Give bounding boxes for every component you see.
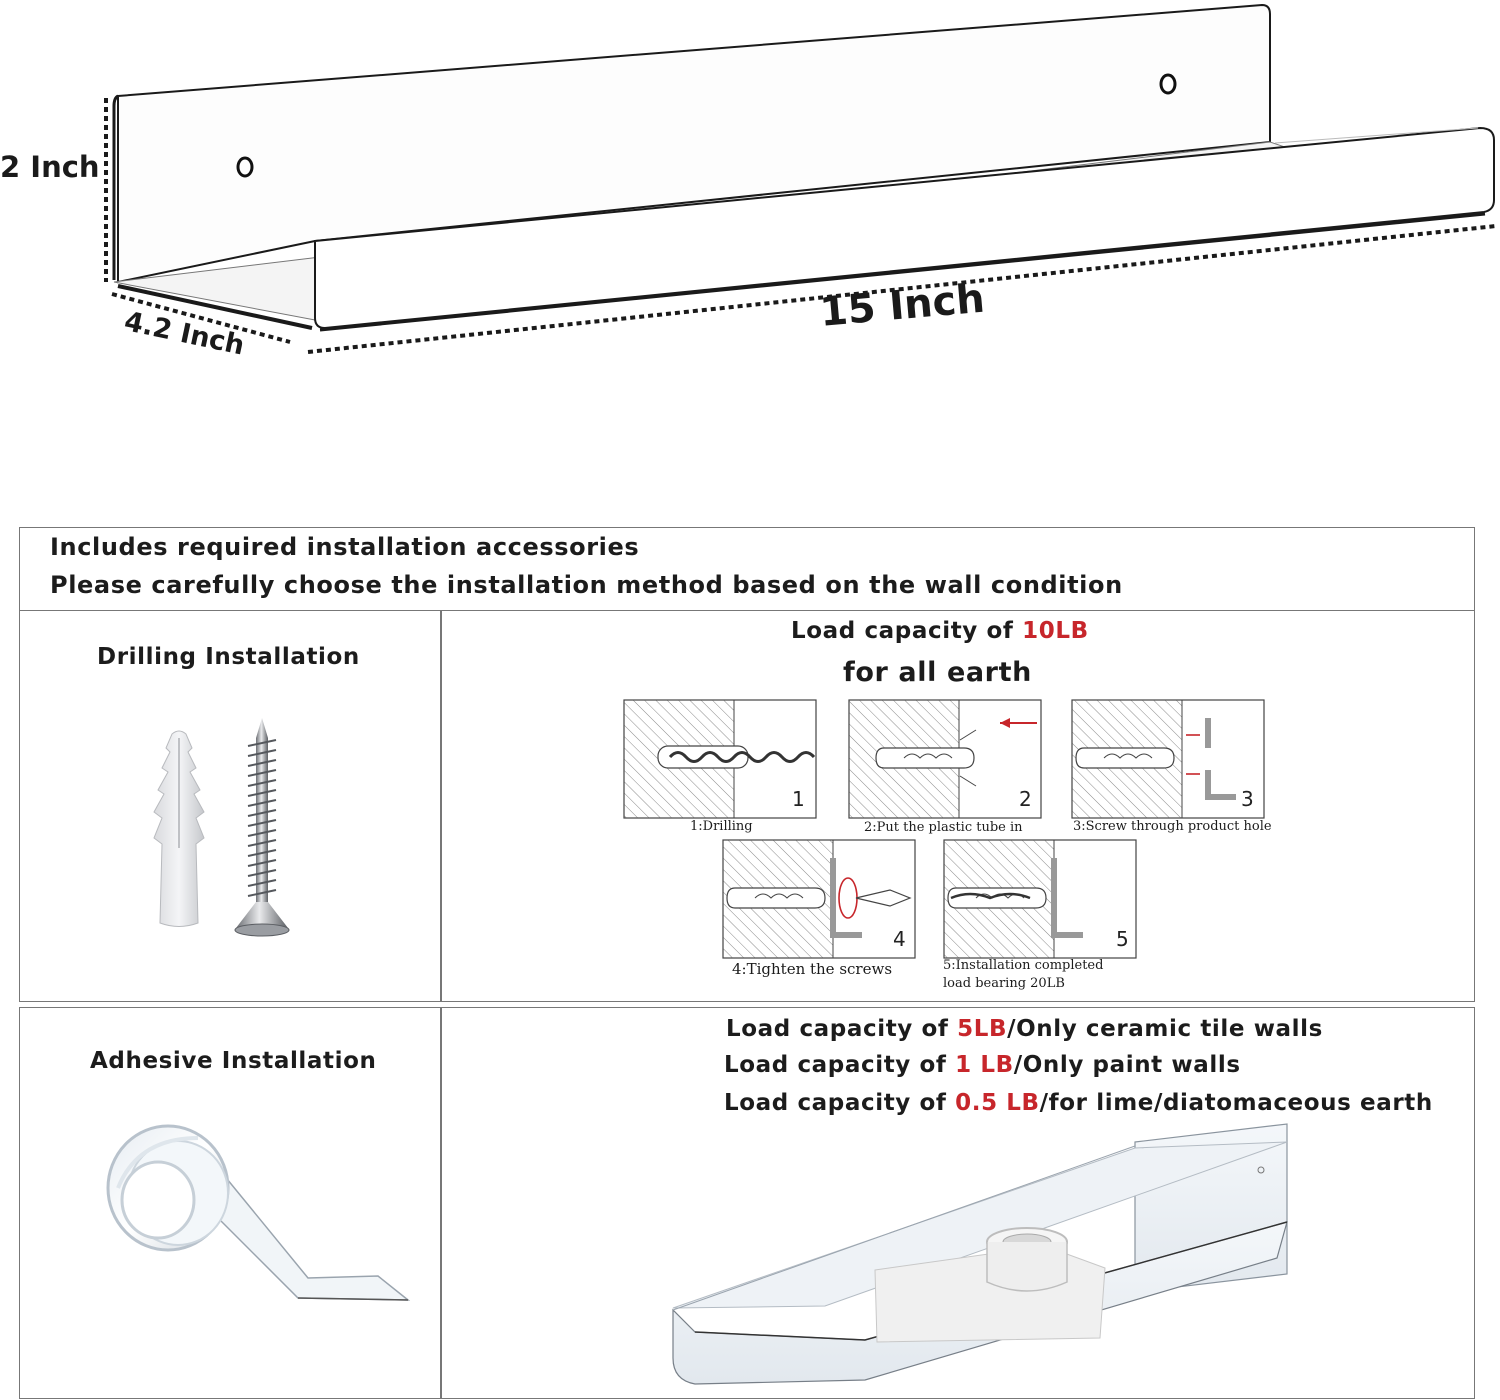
adhesive-line-1-suffix: /Only ceramic tile walls [1007,1016,1323,1042]
adhesive-divider [440,1007,442,1399]
step-4-diagram: 4 [722,839,916,959]
step-4-number: 4 [893,927,906,951]
adhesive-line-3-suffix: /for lime/diatomaceous earth [1039,1090,1433,1116]
adhesive-line-3-prefix: Load capacity of [724,1090,956,1116]
height-label: 2 Inch [0,150,100,184]
step-3-number: 3 [1241,787,1254,811]
step-3-caption: 3:Screw through product hole [1073,819,1272,834]
step-5-number: 5 [1116,927,1129,951]
adhesive-line-1: Load capacity of 5LB/Only ceramic tile w… [726,1016,1323,1042]
step-1-number: 1 [792,787,805,811]
header-line-2: Please carefully choose the installation… [50,571,1123,599]
step-1-diagram: 1 [623,699,817,819]
screw-icon [234,718,290,937]
adhesive-line-3-value: 0.5 LB [955,1090,1040,1116]
drilling-row [19,610,1475,1002]
adhesive-line-1-prefix: Load capacity of [726,1016,958,1042]
wall-anchor-icon [153,730,205,927]
drilling-capacity-prefix: Load capacity of [791,618,1023,644]
adhesive-title: Adhesive Installation [90,1048,377,1074]
header-line-1: Includes required installation accessori… [50,533,640,561]
drilling-capacity: Load capacity of 10LB [791,618,1089,644]
step-2-number: 2 [1019,787,1032,811]
drilling-divider [440,610,442,1002]
drilling-capacity-value: 10LB [1022,618,1089,644]
step-4-caption: 4:Tighten the screws [732,960,893,978]
adhesive-line-2: Load capacity of 1 LB/Only paint walls [724,1052,1241,1078]
step-1-caption: 1:Drilling [690,819,753,834]
adhesive-tape-roll-icon [106,1124,411,1301]
adhesive-row [19,1007,1475,1399]
adhesive-line-1-value: 5LB [957,1016,1008,1042]
shelf-with-tape-icon [672,1123,1288,1385]
step-3-diagram: 3 [1071,699,1265,819]
drilling-capacity-suffix: for all earth [843,657,1032,688]
step-2-caption: 2:Put the plastic tube in [864,820,1023,835]
drilling-title: Drilling Installation [97,644,360,670]
step-5-diagram: 5 [943,839,1137,959]
step-5-caption: 5:Installation completed [943,958,1104,973]
adhesive-line-2-prefix: Load capacity of [724,1052,956,1078]
step-5-caption-2: load bearing 20LB [943,976,1065,991]
shelf-illustration [104,3,1497,354]
adhesive-line-3: Load capacity of 0.5 LB/for lime/diatoma… [724,1090,1433,1116]
installation-steps-diagram: 1 2 3 4 5 [623,699,1265,959]
adhesive-line-2-suffix: /Only paint walls [1013,1052,1241,1078]
adhesive-line-2-value: 1 LB [955,1052,1014,1078]
step-2-diagram: 2 [848,699,1042,819]
accessories-header-box: Includes required installation accessori… [19,527,1475,611]
